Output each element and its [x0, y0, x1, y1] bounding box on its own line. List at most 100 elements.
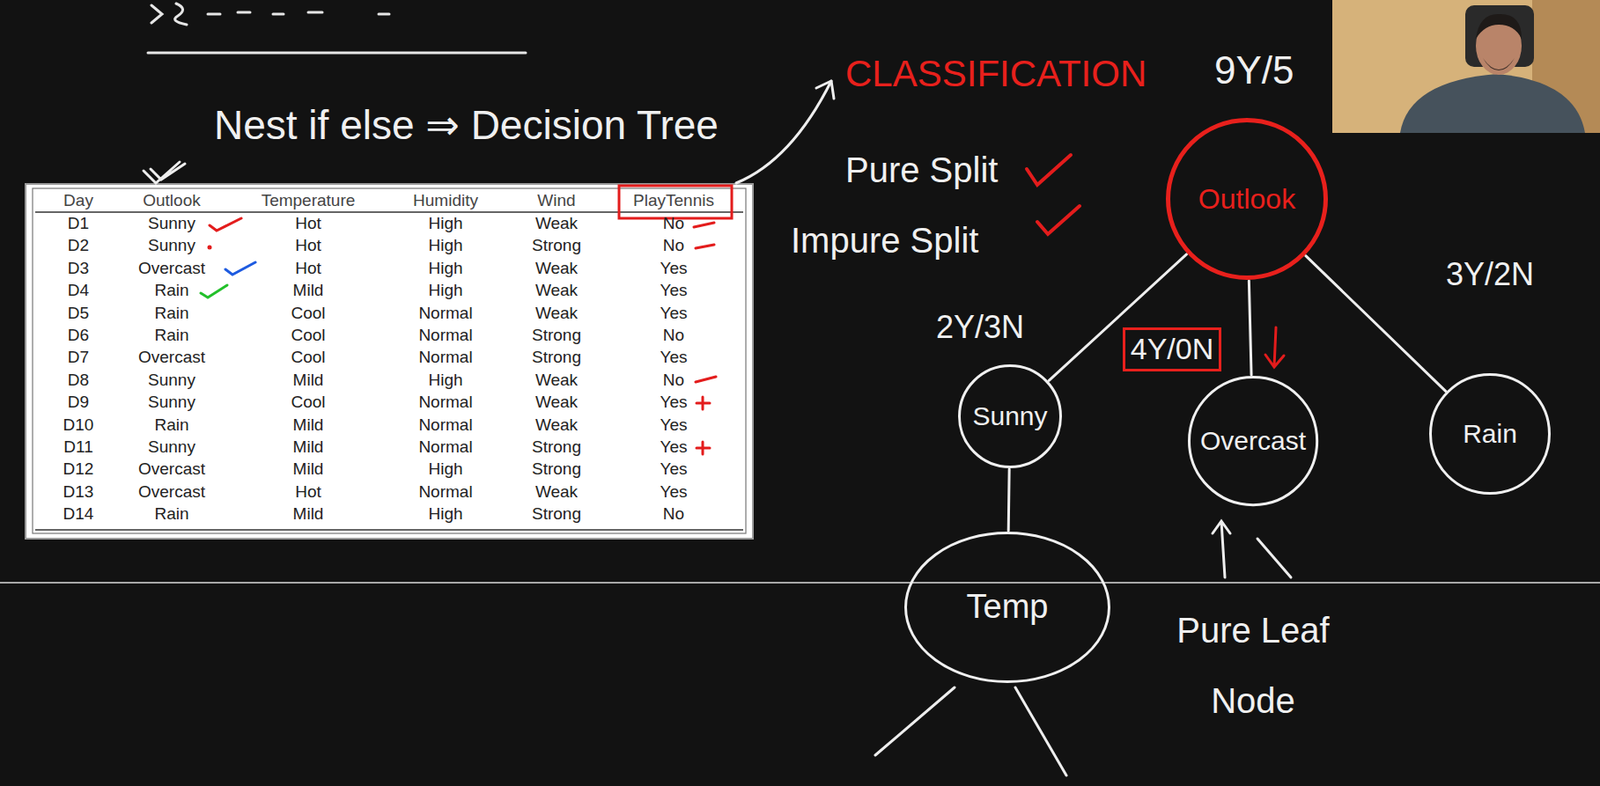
- branch-line: [1305, 256, 1446, 392]
- table-cell: Normal: [418, 392, 472, 413]
- node-label: Overcast: [1200, 426, 1306, 458]
- table-cell: Weak: [535, 280, 578, 301]
- leader-arrow: [1212, 521, 1231, 578]
- highlight-box: [619, 185, 732, 219]
- branch-line: [1007, 469, 1011, 531]
- table-cell: Weak: [535, 415, 578, 436]
- table-cell: Mild: [293, 504, 325, 524]
- split-count: 4Y/0N: [1122, 327, 1223, 371]
- table-cell: Yes: [660, 347, 688, 368]
- table-cell: Normal: [418, 303, 472, 324]
- node-outline-shape: [906, 533, 1110, 683]
- table-header: Wind: [537, 191, 576, 211]
- node-label: Rain: [1462, 419, 1518, 450]
- table-cell: Normal: [418, 437, 472, 458]
- table-cell: Yes: [660, 482, 688, 502]
- table-cell: High: [427, 504, 463, 524]
- table-cell: Normal: [418, 415, 472, 436]
- webcam-hair: [1475, 14, 1522, 39]
- table-panel: [25, 184, 753, 539]
- table-cell: Overcast: [138, 459, 206, 480]
- node-outline-shape: [959, 366, 1062, 468]
- table-cell: Rain: [154, 280, 189, 301]
- table-cell: Weak: [535, 213, 578, 234]
- table-cell: Overcast: [138, 482, 206, 502]
- node-outline-shape: [1188, 376, 1317, 505]
- count-note: 9Y/5: [1214, 48, 1295, 94]
- split-count: 2Y/3N: [936, 309, 1025, 346]
- table-cell: Rain: [154, 303, 189, 324]
- table-cell: No: [663, 504, 685, 524]
- check-mark: [1037, 206, 1080, 235]
- table-cell: Weak: [535, 392, 578, 413]
- split-count: 3Y/2N: [1445, 256, 1534, 293]
- table-header: PlayTennis: [633, 191, 715, 211]
- table-header: Humidity: [412, 191, 479, 211]
- pointer-head: [816, 81, 834, 99]
- table-bottom-rule: [35, 529, 744, 531]
- leaf-node-circle: Overcast: [1187, 375, 1320, 508]
- table-cell: Sunny: [147, 213, 196, 234]
- table-cell: Sunny: [147, 370, 196, 391]
- underline: [147, 51, 526, 55]
- table-cell: D2: [67, 235, 89, 256]
- table-cell: Weak: [535, 482, 578, 502]
- table-frame: [32, 188, 746, 534]
- table-cell: No: [663, 235, 685, 256]
- table-cell: Hot: [294, 258, 322, 279]
- node-label: Sunny: [972, 401, 1048, 433]
- table-cell: Strong: [531, 437, 582, 458]
- table-cell: Yes: [660, 280, 688, 301]
- table-cell: No: [663, 325, 685, 346]
- node-label: Temp: [966, 588, 1049, 627]
- table-cell: High: [427, 280, 463, 301]
- node-outline-shape: [1168, 120, 1327, 279]
- branch-line: [1248, 280, 1252, 376]
- root-node-circle: Outlook: [1164, 117, 1329, 281]
- table-cell: High: [427, 459, 463, 480]
- table-cell: Mild: [293, 370, 325, 391]
- webcam-inset: [1332, 0, 1600, 133]
- table-cell: D11: [63, 437, 93, 458]
- table-cell: D14: [63, 504, 95, 524]
- table-cell: Hot: [294, 235, 322, 256]
- feature-node: Temp: [903, 530, 1112, 685]
- webcam-wall: [1332, 0, 1600, 133]
- table-cell: D9: [67, 392, 89, 413]
- table-cell: Normal: [418, 325, 472, 346]
- tick-dot: [207, 245, 213, 251]
- board-divider: [0, 582, 1600, 584]
- table-cell: D8: [67, 370, 89, 391]
- check-mark: [209, 218, 242, 231]
- table-cell: No: [663, 370, 685, 391]
- pointer-curve: [736, 81, 832, 184]
- table-cell: Sunny: [147, 392, 196, 413]
- webcam-body: [1400, 73, 1586, 133]
- table-cell: Sunny: [147, 235, 196, 256]
- table-cell: Rain: [154, 415, 189, 436]
- table-cell: D12: [63, 459, 95, 480]
- table-cell: Normal: [418, 347, 472, 368]
- table-cell: Hot: [294, 213, 322, 234]
- leader-line: [1257, 538, 1291, 578]
- check-mark: [225, 262, 256, 275]
- table-header: Outlook: [142, 191, 200, 211]
- table-cell: D10: [63, 415, 95, 436]
- node-label: Outlook: [1198, 183, 1296, 216]
- table-cell: Strong: [531, 325, 582, 346]
- split-note: Pure Split: [845, 149, 998, 191]
- table-cell: No: [663, 213, 685, 234]
- table-cell: Mild: [293, 459, 325, 480]
- table-cell: Weak: [535, 303, 578, 324]
- table-cell: Overcast: [138, 347, 206, 368]
- table-cell: Overcast: [138, 258, 206, 279]
- cut-off-scribble: [151, 3, 390, 25]
- table-cell: High: [427, 370, 463, 391]
- table-cell: Yes: [660, 459, 688, 480]
- table-cell: Yes: [660, 415, 688, 436]
- table-cell: Mild: [293, 280, 325, 301]
- table-cell: Strong: [531, 459, 582, 480]
- heading-note: Nest if else ⇒ Decision Tree: [213, 102, 719, 149]
